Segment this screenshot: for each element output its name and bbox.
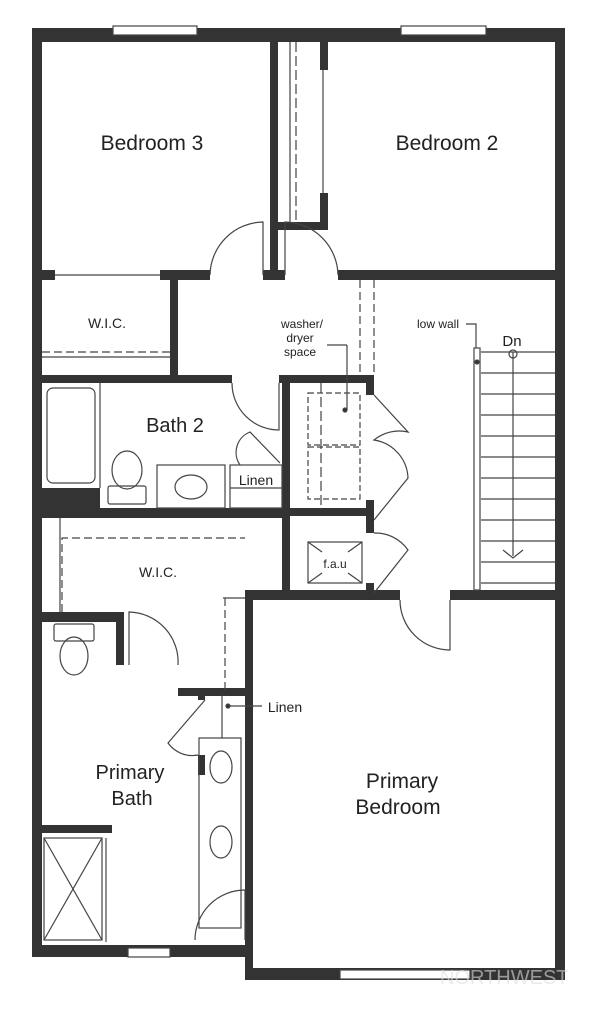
room-label-primary-bedroom-1: Primary xyxy=(366,770,439,793)
wall xyxy=(245,590,400,600)
room-label-bath2: Bath 2 xyxy=(146,415,204,437)
door-swing xyxy=(284,221,339,276)
wall xyxy=(366,375,374,395)
door-swing xyxy=(209,221,264,276)
shower xyxy=(43,837,103,941)
wall xyxy=(42,612,124,622)
wall xyxy=(42,825,112,833)
room-label-linen-upper: Linen xyxy=(239,472,273,488)
door-swing xyxy=(128,611,179,666)
wall xyxy=(245,590,253,980)
wall xyxy=(282,375,290,595)
room-label-primary-bath-1: Primary xyxy=(96,762,165,784)
dryer xyxy=(307,446,361,500)
wall xyxy=(450,590,565,600)
window xyxy=(112,25,198,36)
door-swing xyxy=(194,889,246,941)
wall xyxy=(270,42,278,275)
wall xyxy=(116,612,124,665)
wall xyxy=(42,508,290,518)
room-label-primary-bedroom-2: Bedroom xyxy=(355,796,440,819)
label-dryer: dryer xyxy=(286,331,313,345)
toilet-tank xyxy=(53,623,95,642)
washer xyxy=(307,392,361,446)
wall xyxy=(178,688,245,696)
wall xyxy=(320,193,328,230)
room-label-wic-upper: W.I.C. xyxy=(88,315,126,331)
label-washer: washer/ xyxy=(280,317,324,331)
wall xyxy=(366,500,374,533)
toilet xyxy=(111,450,143,490)
vanity xyxy=(156,464,226,509)
stair-direction-arrow xyxy=(502,352,524,559)
wall xyxy=(170,280,178,383)
watermark: NORTHWEST xyxy=(440,967,569,989)
window xyxy=(339,969,471,980)
room-label-bedroom2: Bedroom 2 xyxy=(396,132,499,155)
label-low-wall: low wall xyxy=(417,317,459,331)
staircase[interactable] xyxy=(481,349,555,584)
wall xyxy=(198,688,205,700)
double-vanity xyxy=(198,737,242,929)
toilet xyxy=(59,636,89,676)
wall xyxy=(42,270,55,280)
wall xyxy=(338,270,555,280)
wall xyxy=(320,42,328,70)
window xyxy=(400,25,487,36)
sink xyxy=(209,750,233,784)
sink xyxy=(209,825,233,859)
window xyxy=(127,947,171,958)
wall xyxy=(32,28,42,955)
sink xyxy=(174,474,208,500)
room-label-primary-bath-2: Bath xyxy=(111,788,152,810)
label-fau: f.a.u xyxy=(323,557,346,571)
wall xyxy=(279,375,374,383)
wall xyxy=(278,222,328,230)
wall xyxy=(290,508,374,516)
fixtures xyxy=(42,25,487,980)
wall xyxy=(555,28,565,978)
fau-unit xyxy=(307,541,363,584)
wall xyxy=(42,375,232,383)
room-label-linen-lower: Linen xyxy=(268,699,302,715)
wall xyxy=(160,270,210,280)
wall xyxy=(263,270,285,280)
label-space: space xyxy=(284,345,316,359)
door-swing xyxy=(399,599,451,651)
room-label-wic-lower: W.I.C. xyxy=(139,564,177,580)
bathtub xyxy=(46,387,96,484)
door-swing xyxy=(231,382,280,431)
stair-start-marker xyxy=(508,349,518,359)
wall xyxy=(198,755,205,775)
wall xyxy=(366,583,374,595)
label-stairs-down: Dn xyxy=(502,333,521,350)
room-label-bedroom3: Bedroom 3 xyxy=(101,132,204,155)
